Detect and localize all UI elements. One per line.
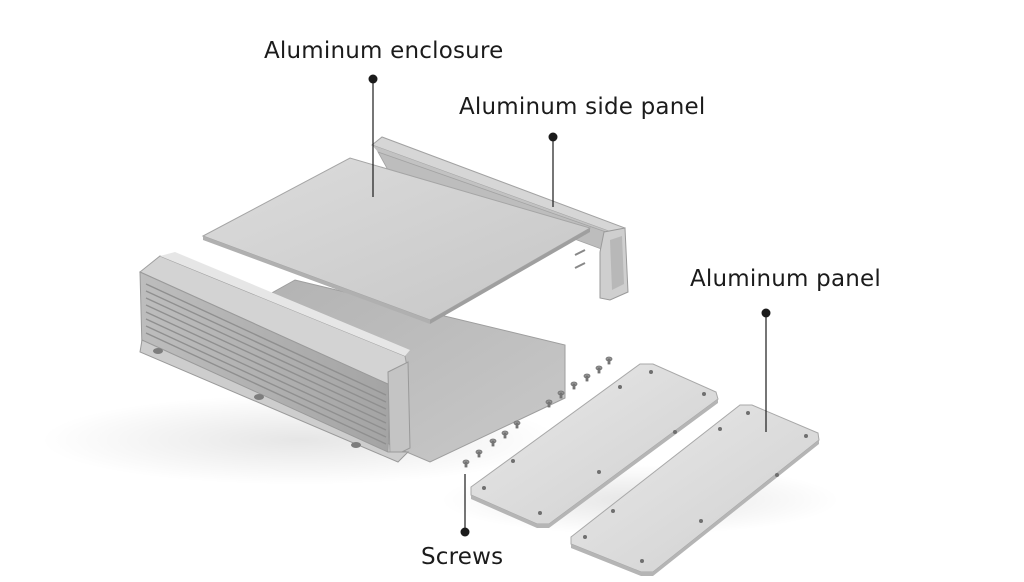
- side-panel-leader: [548, 132, 558, 207]
- screw: [489, 438, 497, 447]
- aluminum-side-panel-label: Aluminum side panel: [459, 94, 706, 120]
- screws-leader: [460, 474, 470, 537]
- enclosure-leader: [368, 74, 378, 197]
- screw: [557, 390, 565, 399]
- screw: [570, 381, 578, 390]
- aluminum-enclosure-label: Aluminum enclosure: [264, 38, 504, 64]
- enclosure-finned-side: [139, 252, 411, 463]
- screws-group: [462, 356, 613, 468]
- leader-lines: [368, 74, 771, 537]
- aluminum-panel-label: Aluminum panel: [690, 266, 881, 292]
- screw: [583, 373, 591, 382]
- screw: [462, 459, 470, 468]
- screw: [605, 356, 613, 365]
- screw: [475, 449, 483, 458]
- enclosure-top-cover: [201, 157, 592, 324]
- screws-label: Screws: [421, 544, 504, 570]
- end-panel-2: [570, 404, 820, 576]
- screw: [513, 420, 521, 429]
- screw: [545, 399, 553, 408]
- screw: [501, 430, 509, 439]
- screw: [595, 365, 603, 374]
- end-panel-1: [470, 363, 719, 528]
- panel-leader: [761, 308, 771, 432]
